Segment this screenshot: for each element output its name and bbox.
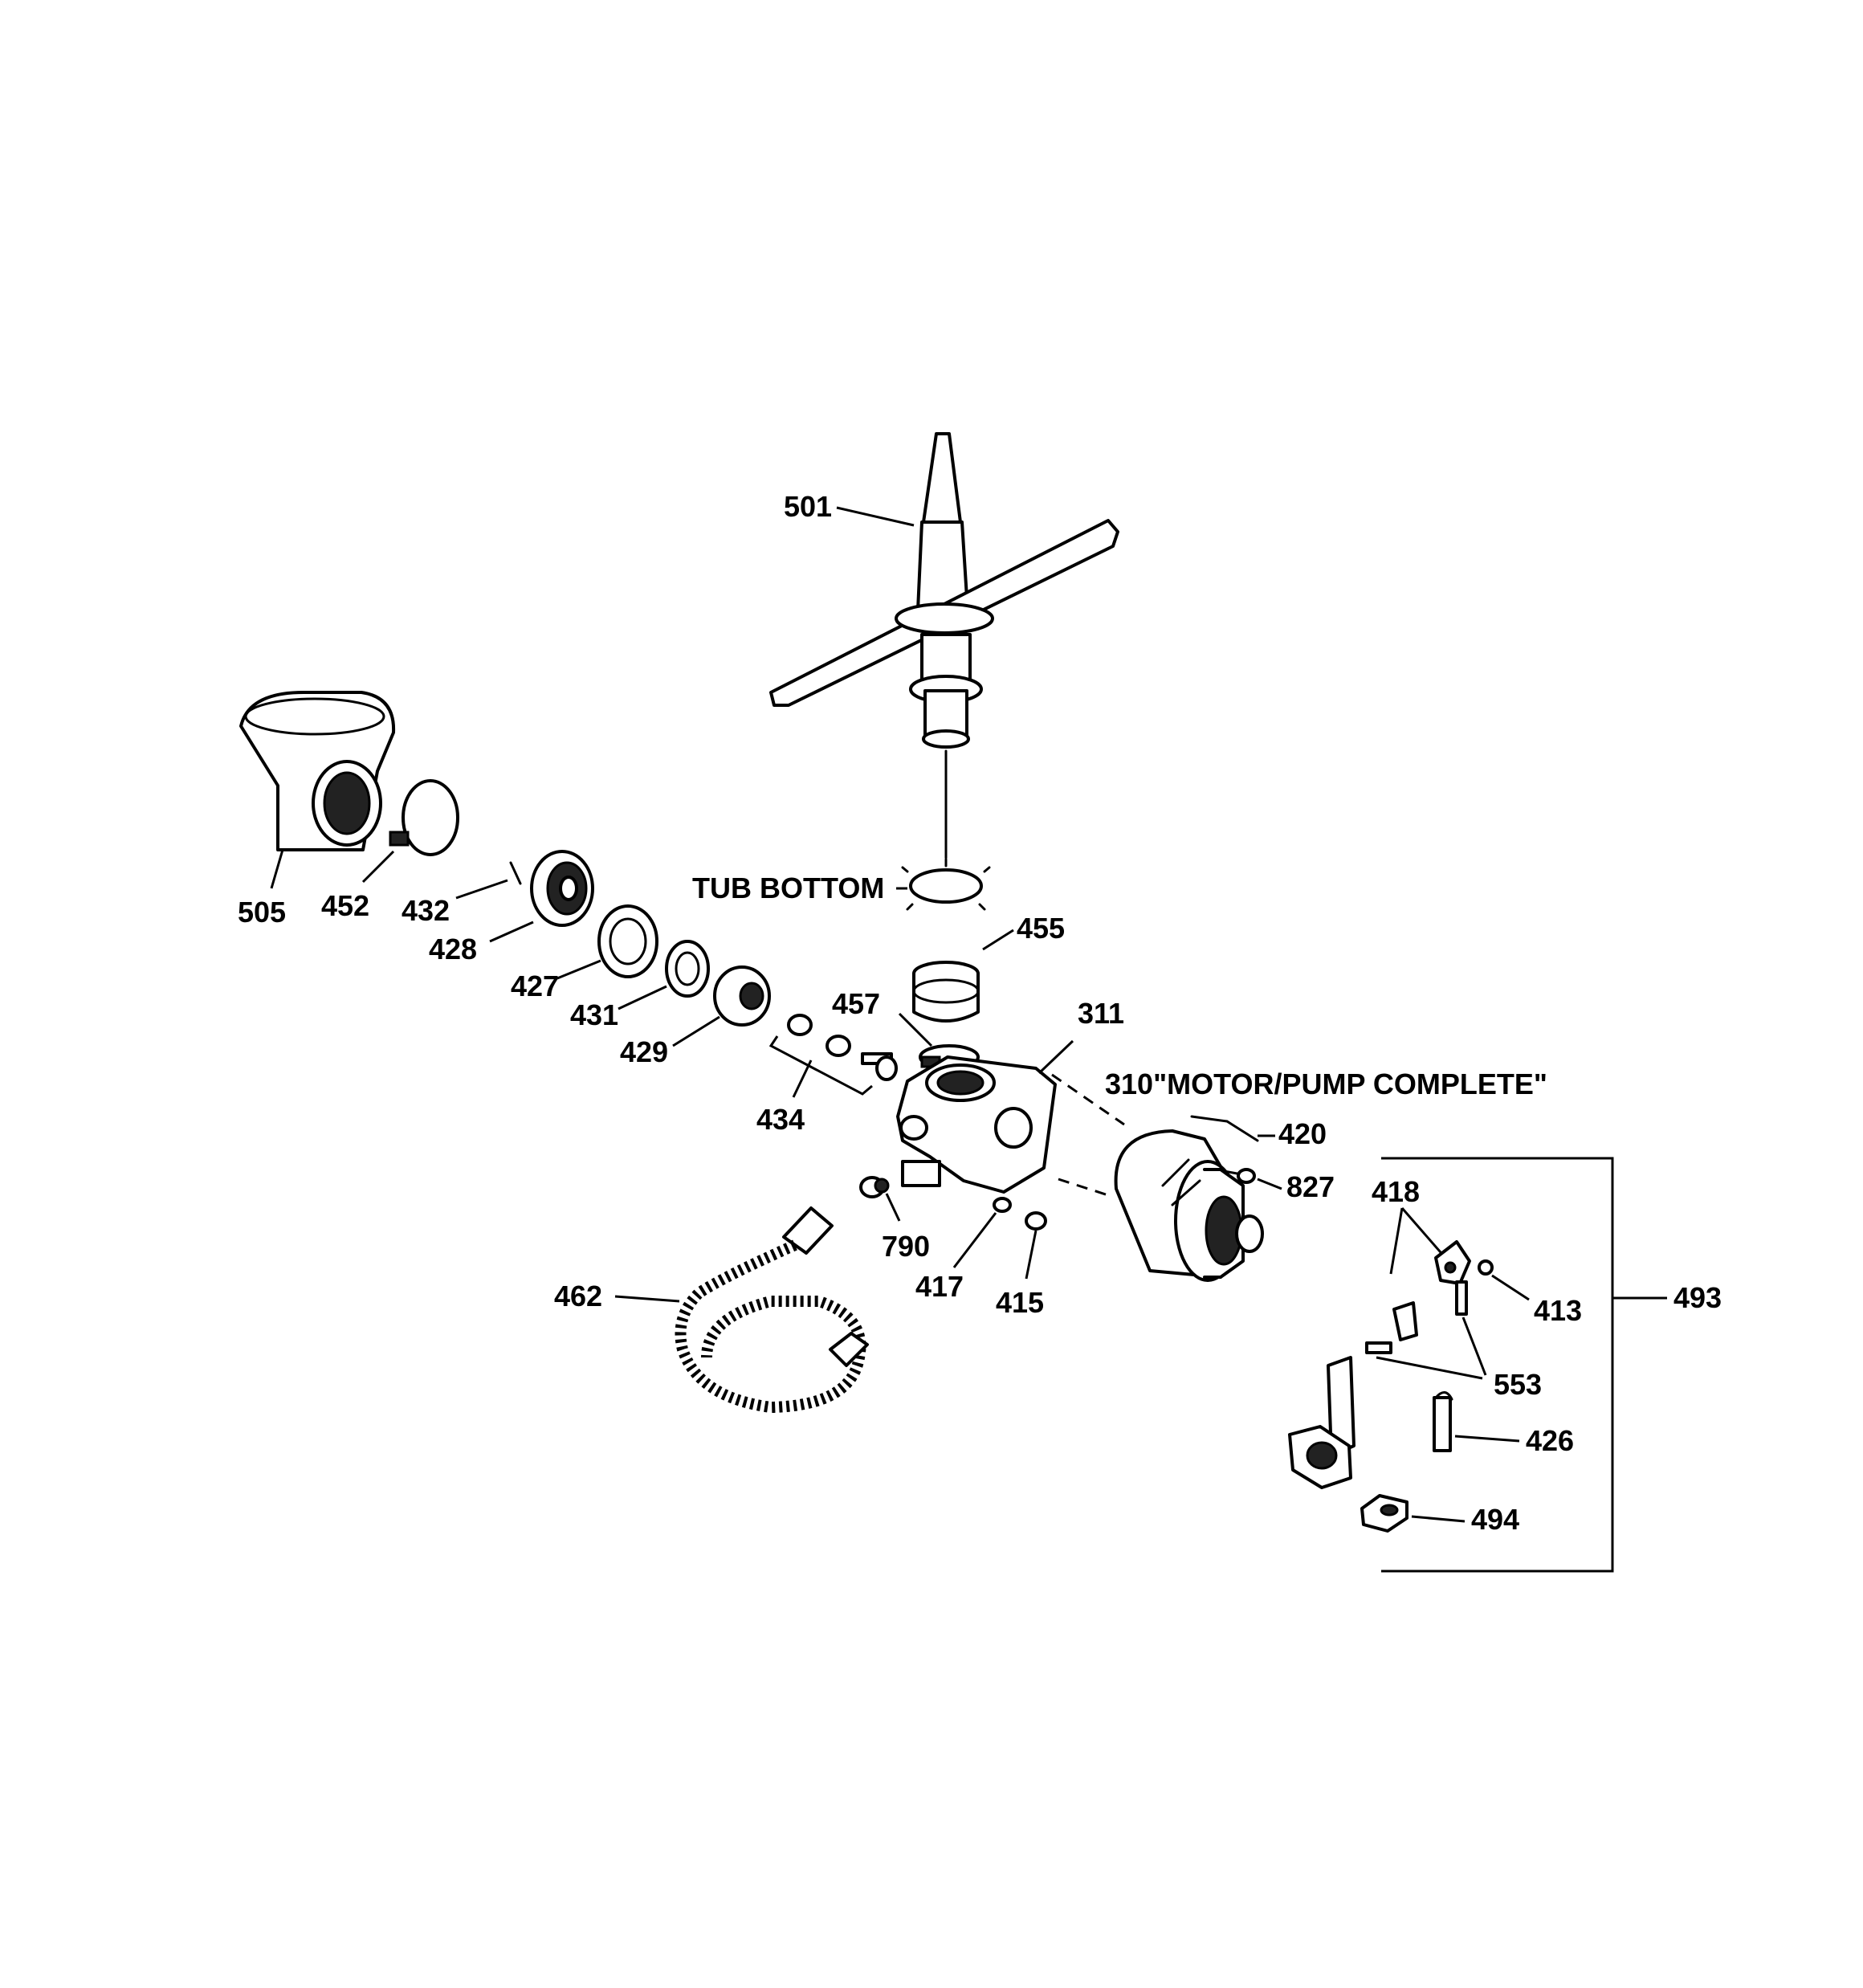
part-310-motor [1114, 1129, 1264, 1282]
part-501-spray-arm [769, 432, 1119, 749]
callout-493: 493 [1673, 1281, 1722, 1314]
callout-427: 427 [511, 970, 559, 1002]
callout-434: 434 [756, 1103, 805, 1136]
caption-tub-bottom: TUB BOTTOM [692, 872, 884, 904]
callout-457: 457 [832, 987, 880, 1020]
kit-493-bracket [1381, 1157, 1614, 1573]
part-solenoid-assembly [1288, 1356, 1355, 1489]
callout-501: 501 [784, 490, 832, 523]
part-452-432-clamp-ring [389, 779, 459, 856]
part-462-hose [675, 1206, 869, 1414]
callout-553: 553 [1494, 1368, 1542, 1401]
callout-432: 432 [402, 894, 450, 927]
callout-417: 417 [915, 1270, 964, 1303]
part-427-plate [597, 904, 658, 978]
part-494-actuator [1360, 1494, 1408, 1533]
part-417-washer [993, 1197, 1012, 1213]
callout-413: 413 [1534, 1294, 1582, 1327]
callout-827: 827 [1286, 1170, 1335, 1203]
caption-motor-pump-complete: 310"MOTOR/PUMP COMPLETE" [1105, 1067, 1547, 1100]
callout-494: 494 [1471, 1503, 1519, 1536]
callout-415: 415 [996, 1286, 1044, 1319]
part-505-sump [239, 691, 396, 851]
part-428-impeller [530, 850, 594, 927]
part-431-ring [665, 940, 710, 998]
callout-462: 462 [554, 1280, 602, 1312]
part-420-wire [1190, 1115, 1259, 1142]
part-311-pump-housing [896, 1055, 1057, 1194]
part-418-lever [1392, 1240, 1471, 1341]
callout-790: 790 [882, 1230, 930, 1263]
callout-505: 505 [238, 896, 286, 929]
callout-431: 431 [570, 998, 618, 1031]
callout-455: 455 [1017, 912, 1065, 945]
part-413-clip [1478, 1259, 1494, 1276]
callout-428: 428 [429, 933, 477, 965]
part-553-springs [1365, 1280, 1468, 1354]
part-827-screw [1222, 1168, 1256, 1184]
callout-311: 311 [1078, 997, 1124, 1030]
callout-418: 418 [1372, 1175, 1420, 1208]
tub-bottom-seal [901, 858, 991, 911]
callout-452: 452 [321, 889, 369, 922]
callout-426: 426 [1526, 1424, 1574, 1457]
part-426-plunger [1433, 1391, 1453, 1452]
part-429-cap [713, 965, 771, 1027]
part-455-collar [912, 961, 980, 1023]
part-415-nut [1025, 1211, 1047, 1231]
part-790-clip [859, 1176, 890, 1198]
part-434-bushings [787, 1014, 898, 1081]
callout-429: 429 [620, 1035, 668, 1068]
callout-420: 420 [1278, 1117, 1327, 1150]
